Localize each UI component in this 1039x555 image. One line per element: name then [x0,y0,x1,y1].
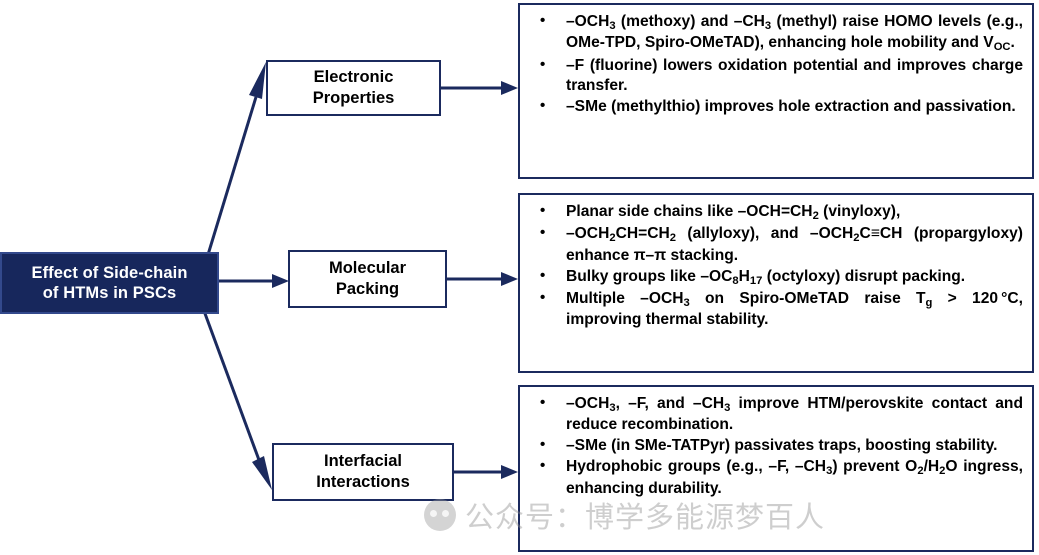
category-label-line2: Interactions [316,473,410,491]
content-box-interfacial-interactions: –OCH3, –F, and –CH3 improve HTM/perovski… [518,385,1034,552]
category-label-line2: Packing [335,280,400,298]
content-box-molecular-packing: Planar side chains like –OCH=CH2 (vinylo… [518,193,1034,373]
arrow-electronic-to-content [441,81,518,95]
list-item: Planar side chains like –OCH=CH2 (vinylo… [526,201,1023,223]
list-item: –OCH2CH=CH2 (allyloxy), and –OCH2C≡CH (p… [526,223,1023,265]
list-item: –SMe (methylthio) improves hole extracti… [526,96,1023,117]
bullet-list: –OCH3 (methoxy) and –CH3 (methyl) raise … [526,11,1023,117]
category-node-electronic-properties[interactable]: Electronic Properties [266,60,441,116]
category-label-line2: Properties [312,89,395,107]
content-box-electronic-properties: –OCH3 (methoxy) and –CH3 (methyl) raise … [518,3,1034,179]
arrow-root-to-molecular [219,274,289,288]
category-node-interfacial-interactions[interactable]: Interfacial Interactions [272,443,454,501]
list-item: –OCH3, –F, and –CH3 improve HTM/perovski… [526,393,1023,435]
arrow-molecular-to-content [447,272,518,286]
root-title-line2: of HTMs in PSCs [42,284,177,302]
arrow-root-to-electronic [198,62,266,282]
list-item: –F (fluorine) lowers oxidation potential… [526,55,1023,96]
list-item: Bulky groups like –OC8H17 (octyloxy) dis… [526,266,1023,288]
bullet-list: Planar side chains like –OCH=CH2 (vinylo… [526,201,1023,330]
list-item: –OCH3 (methoxy) and –CH3 (methyl) raise … [526,11,1023,55]
root-title-line1: Effect of Side-chain [31,263,188,282]
category-label-line1: Interfacial [324,452,402,471]
list-item: Multiple –OCH3 on Spiro-OMeTAD raise Tg … [526,288,1023,330]
category-label-line1: Electronic [313,68,394,87]
root-node[interactable]: Effect of Side-chain of HTMs in PSCs [0,252,219,314]
arrow-interfacial-to-content [454,465,518,479]
bullet-list: –OCH3, –F, and –CH3 improve HTM/perovski… [526,393,1023,499]
category-node-molecular-packing[interactable]: Molecular Packing [288,250,447,308]
list-item: –SMe (in SMe-TATPyr) passivates traps, b… [526,435,1023,456]
category-label-line1: Molecular [328,259,407,278]
list-item: Hydrophobic groups (e.g., –F, –CH3) prev… [526,456,1023,498]
watermark-logo-icon [424,499,456,531]
arrow-root-to-interfacial [198,299,272,490]
